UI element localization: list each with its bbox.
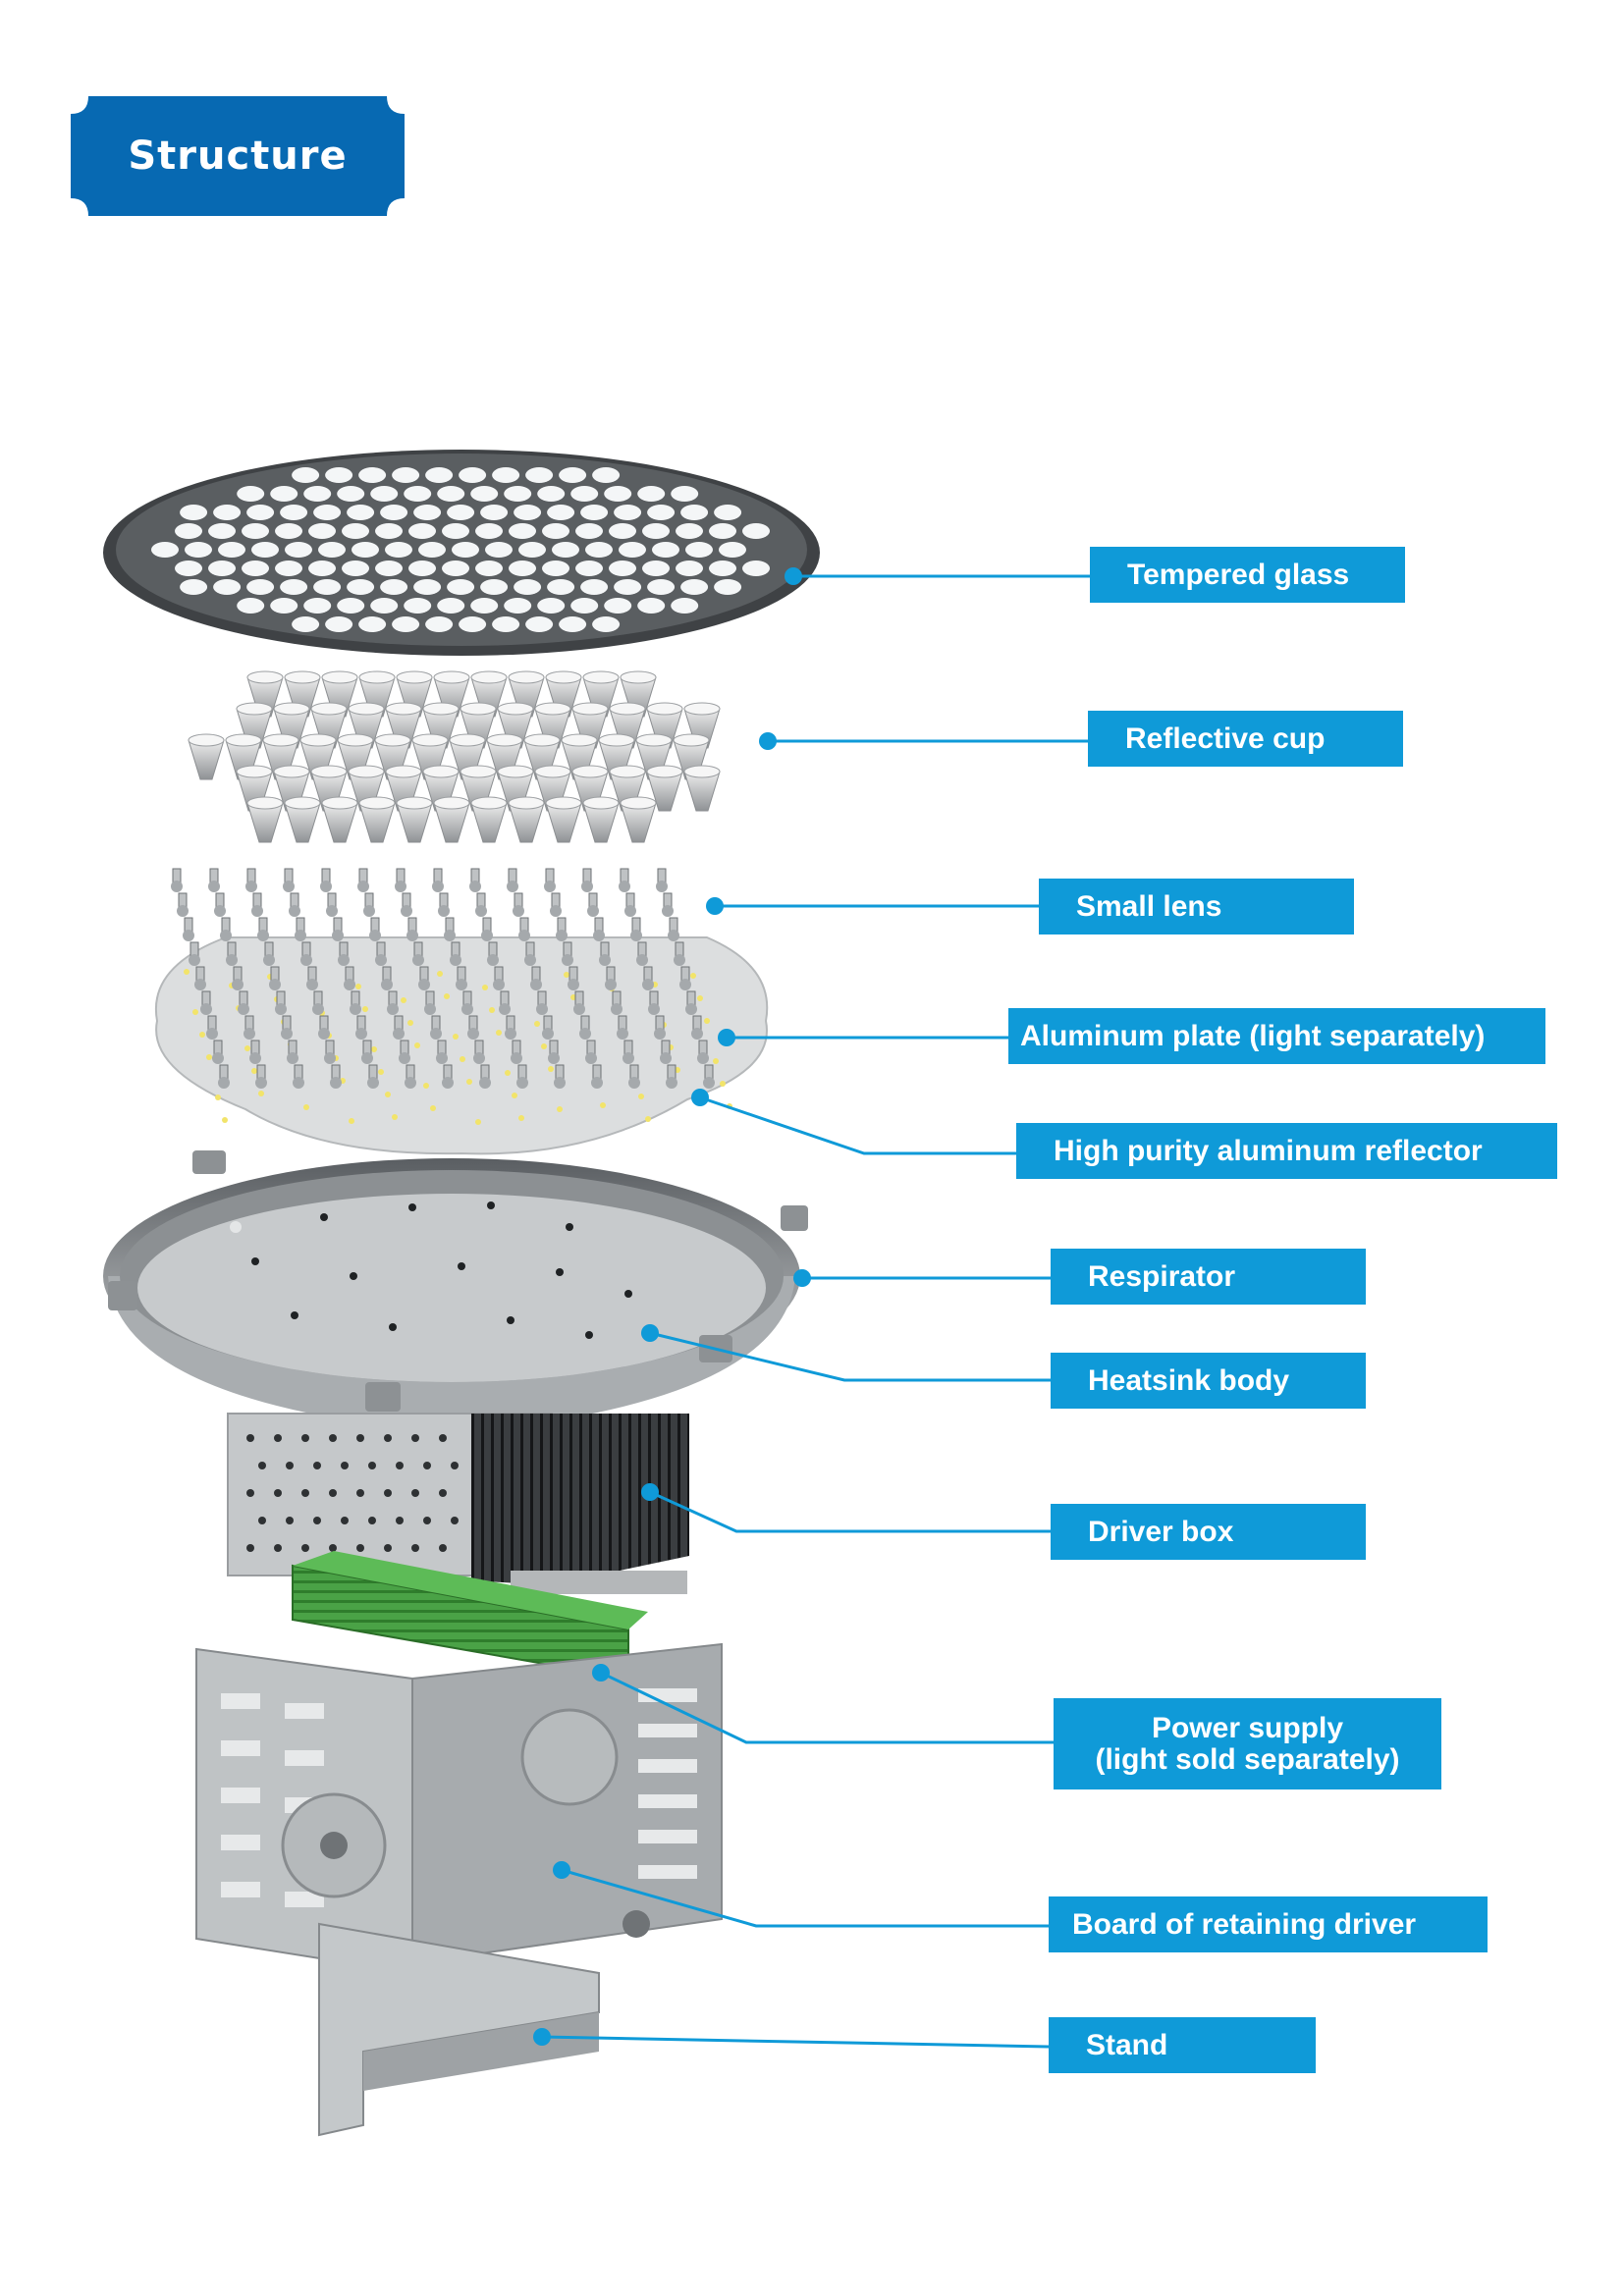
leader-heatsink-body-dot (641, 1324, 659, 1342)
label-power-supply-line2: (light sold separately) (1095, 1742, 1400, 1776)
leader-high-purity-reflector (699, 1095, 1016, 1155)
badge-shape (71, 96, 405, 216)
label-driver-box: Driver box (1051, 1504, 1366, 1560)
label-stand: Stand (1049, 2017, 1316, 2073)
label-high-purity-reflector: High purity aluminum reflector (1016, 1123, 1557, 1179)
label-respirator: Respirator (1051, 1249, 1366, 1305)
retaining-board-part (411, 1642, 723, 1965)
small-lens-part (171, 868, 715, 1089)
leader-high-purity-reflector-dot (691, 1089, 709, 1106)
leader-power-supply (600, 1671, 1054, 1744)
leader-retaining-board (561, 1868, 1049, 1928)
label-retaining-board: Board of retaining driver (1049, 1896, 1488, 1952)
leader-small-lens-dot (706, 897, 724, 915)
leader-lines (533, 567, 1090, 2049)
leader-driver-box-dot (641, 1483, 659, 1501)
stand-part (195, 1647, 600, 2137)
leader-stand-dot (533, 2028, 551, 2046)
leader-reflective-cup-dot (759, 732, 777, 750)
label-aluminum-plate: Aluminum plate (light separately) (1008, 1008, 1545, 1064)
label-power-supply: Power supply (light sold separately) (1054, 1698, 1441, 1789)
leader-aluminum-plate-dot (718, 1029, 735, 1046)
tempered-glass-part (103, 450, 820, 656)
label-tempered-glass: Tempered glass (1090, 547, 1405, 603)
heatsink-body-part (103, 1150, 808, 1433)
leader-stand (541, 2035, 1050, 2049)
section-title-badge: Structure (71, 96, 405, 216)
leader-power-supply-dot (592, 1664, 610, 1682)
leader-tempered-glass-dot (785, 567, 802, 585)
leader-respirator-dot (793, 1269, 811, 1287)
leader-heatsink-body (649, 1331, 1051, 1382)
label-heatsink-body: Heatsink body (1051, 1353, 1366, 1409)
label-reflective-cup: Reflective cup (1088, 711, 1403, 767)
leader-driver-box (649, 1490, 1051, 1533)
driver-box-part (227, 1413, 689, 1594)
label-power-supply-line1: Power supply (1151, 1711, 1344, 1744)
leader-retaining-board-dot (553, 1861, 570, 1879)
label-small-lens: Small lens (1039, 879, 1354, 934)
reflective-cup-part (188, 670, 721, 843)
section-title: Structure (128, 133, 348, 179)
